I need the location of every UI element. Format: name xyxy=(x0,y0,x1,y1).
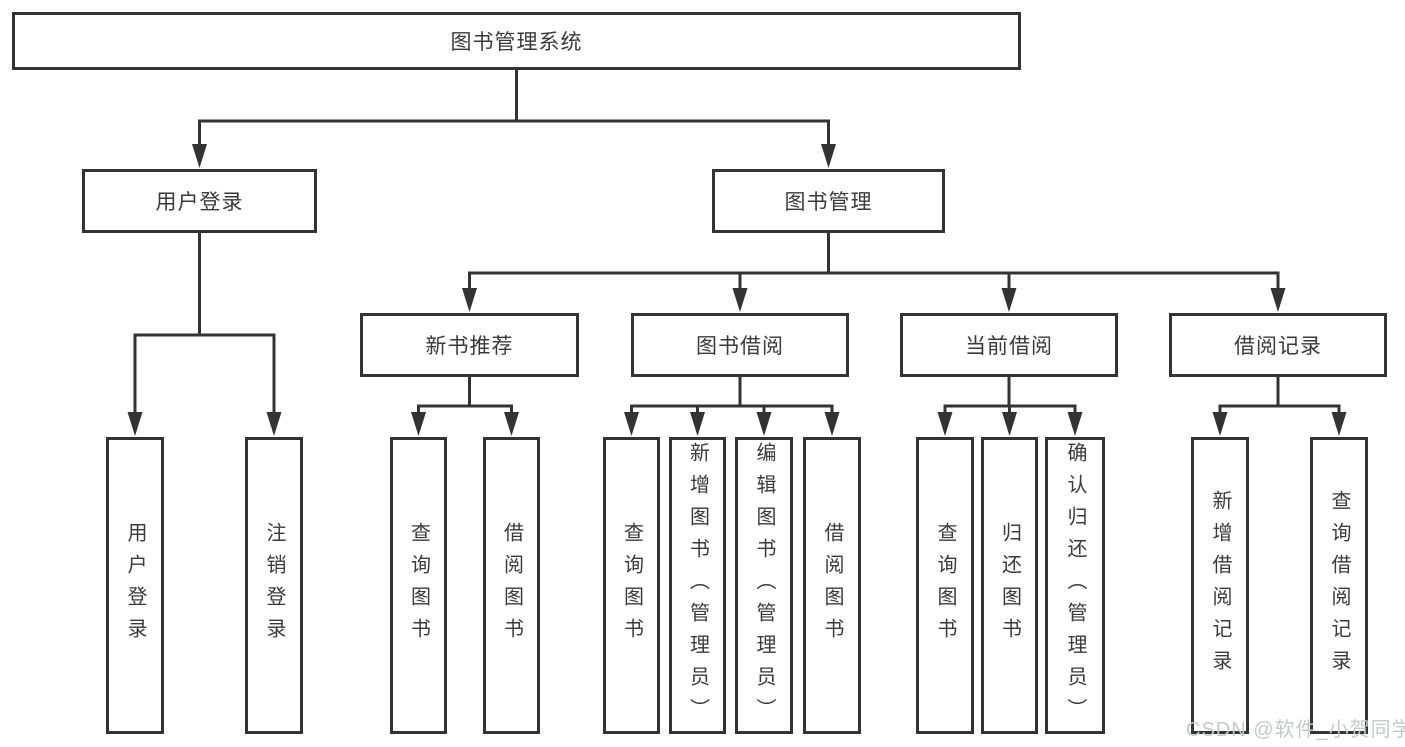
node-user-login: 用户登录 xyxy=(82,169,317,233)
leaf-borrowing-borrow-books: 借阅图书 xyxy=(803,437,861,734)
leaf-current-query-books: 查询图书 xyxy=(916,437,974,734)
leaf-add-books-admin: 新增图书（管理员） xyxy=(669,437,726,734)
leaf-query-borrow-record: 查询借阅记录 xyxy=(1310,437,1368,734)
leaf-rec-borrow-books: 借阅图书 xyxy=(483,437,540,734)
leaf-confirm-return-admin: 确认归还（管理员） xyxy=(1045,437,1105,734)
leaf-borrowing-query-books: 查询图书 xyxy=(603,437,660,734)
node-book-borrowing: 图书借阅 xyxy=(631,313,849,377)
leaf-user-login: 用户登录 xyxy=(106,437,164,734)
node-borrow-records: 借阅记录 xyxy=(1169,313,1387,377)
node-root-system: 图书管理系统 xyxy=(12,12,1021,70)
csdn-watermark: CSDN @软件_小贺同学 xyxy=(1186,719,1405,741)
leaf-logout: 注销登录 xyxy=(245,437,303,734)
node-book-management: 图书管理 xyxy=(712,169,945,233)
node-new-book-recommend: 新书推荐 xyxy=(360,313,579,377)
leaf-edit-books-admin: 编辑图书（管理员） xyxy=(735,437,793,734)
leaf-rec-query-books: 查询图书 xyxy=(390,437,447,734)
arrowheads xyxy=(127,144,1347,436)
leaf-add-borrow-record: 新增借阅记录 xyxy=(1191,437,1249,734)
leaf-return-books: 归还图书 xyxy=(981,437,1038,734)
node-current-borrowing: 当前借阅 xyxy=(900,313,1118,377)
